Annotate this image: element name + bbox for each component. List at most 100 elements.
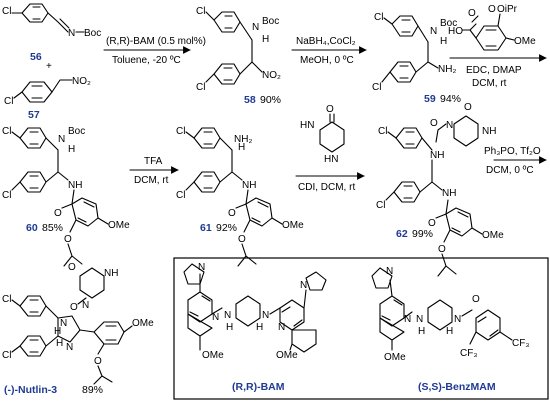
chlorine-label: Cl	[4, 96, 13, 107]
nitro-label: NO₂	[72, 76, 91, 87]
chlorine-label: Cl	[372, 82, 381, 93]
ring-carbonyl-oxygen: O	[464, 102, 472, 113]
pyrrolidine-n-label: N	[300, 280, 307, 291]
ring-nh-label: NH	[482, 126, 496, 137]
compound-number-57: 57	[28, 109, 40, 121]
hydrogen-label: H	[226, 322, 233, 333]
chlorine-label: Cl	[2, 294, 11, 305]
trifluoromethyl-label: CF₃	[460, 348, 477, 359]
hydrogen-label: H	[256, 322, 263, 333]
chlorine-label: Cl	[176, 190, 185, 201]
methoxy-label: OMe	[276, 350, 298, 361]
condition-step2-reagents: NaBH₄,CoCl₂	[296, 36, 356, 47]
boc-label: Boc	[262, 16, 279, 27]
carbonyl-oxygen-label: O	[430, 118, 438, 129]
yield-58: 90%	[260, 94, 281, 106]
nitro-label: NO₂	[262, 70, 281, 81]
methoxy-label: OMe	[132, 318, 154, 329]
piperazinone-reagent: O HN HN	[300, 104, 345, 165]
condition-step1-catalyst: (R,R)-BAM (0.5 mol%)	[106, 36, 206, 47]
chlorine-label: Cl	[2, 190, 11, 201]
compound-59: Cl N Boc H NH₂ Cl 59 94%	[372, 12, 461, 105]
piperazine-n-label: N	[82, 300, 89, 311]
chlorine-label: Cl	[196, 82, 205, 93]
amine-label: NH₂	[234, 134, 252, 145]
yield-60: 85%	[42, 222, 63, 234]
compound-60: Cl N Boc H NH Cl O OMe O 60 85%	[2, 126, 130, 267]
amine-n-label: N	[224, 310, 231, 321]
condition-step3-solvent: DCM, rt	[472, 78, 507, 89]
compound-57: Cl NO₂ 57	[4, 76, 91, 121]
amine-n-label: N	[262, 310, 269, 321]
hydrogen-label: H	[262, 34, 269, 45]
amine-label: NH₂	[438, 64, 456, 75]
compound-62: Cl NH O N O NH NH Cl O OMe O 62 99%	[376, 102, 504, 277]
condition-step6-solvent: DCM, 0 ºC	[486, 165, 534, 176]
carbonyl-oxygen-label: O	[228, 208, 236, 219]
compound-number-62: 62	[396, 228, 408, 240]
condition-step1-solvent: Toluene, -20 ºC	[112, 55, 181, 66]
carbonyl-oxygen-label: O	[54, 208, 62, 219]
yield-61: 92%	[216, 222, 237, 234]
amine-n-label: N	[416, 314, 423, 325]
chlorine-label: Cl	[2, 350, 11, 361]
catalyst-bam: N N N H H N N N OMe OMe (R,R)-BAM	[183, 262, 327, 393]
boc-label: Boc	[440, 18, 457, 29]
methoxy-label: OMe	[384, 352, 406, 363]
yield-62: 99%	[412, 228, 433, 240]
nitrogen-label: N	[68, 28, 75, 39]
imidazoline-n-label: N	[66, 342, 73, 353]
imidazoline-n-label: N	[60, 318, 67, 329]
condition-step4-solvent: DCM, rt	[134, 175, 169, 186]
chlorine-label: Cl	[374, 12, 383, 23]
hydrogen-label: H	[56, 338, 63, 349]
condition-step6-reagents: Ph₃PO, Tf₂O	[484, 146, 541, 157]
chlorine-label: Cl	[196, 6, 205, 17]
oxygen-label: O	[488, 4, 496, 15]
hydrogen-label: H	[238, 142, 245, 153]
yield-nutlin-3: 89%	[82, 384, 103, 396]
hydrogen-label: H	[446, 326, 453, 337]
boc-label: Boc	[68, 126, 85, 137]
hydroxyl-label: HO	[448, 26, 463, 37]
chlorine-label: Cl	[176, 126, 185, 137]
ether-oxygen-label: O	[94, 356, 102, 367]
hydrogen-label: H	[418, 326, 425, 337]
amide-nh-label: NH	[242, 180, 256, 191]
compound-name-nutlin-3: (-)-Nutlin-3	[4, 384, 57, 396]
ether-oxygen-label: O	[438, 244, 446, 255]
chlorine-label: Cl	[2, 6, 11, 17]
carbonyl-oxygen-label: O	[68, 262, 76, 273]
ether-oxygen-label: O	[238, 234, 246, 245]
amide-nh-label: NH	[430, 150, 444, 161]
benzoic-acid-reagent: O OiPr HO O OMe	[448, 4, 536, 51]
carbonyl-oxygen-label: O	[468, 8, 476, 19]
compound-number-56: 56	[30, 51, 42, 63]
condition-step5-reagents: CDI, DCM, rt	[298, 182, 355, 193]
condition-step2-solvent: MeOH, 0 ºC	[300, 55, 354, 66]
methoxy-label: OMe	[202, 350, 224, 361]
ring-nh-label: NH	[104, 268, 118, 279]
compound-58: Cl N Boc H NO₂ Cl 58 90%	[196, 6, 281, 106]
catalyst-benzmam: N N N H H N O CF₃ CF₃ OMe (S,S)-BenzMAM	[371, 266, 529, 393]
ether-oxygen-label: O	[64, 234, 72, 245]
nitrogen-label: N	[430, 26, 437, 37]
compound-number-61: 61	[200, 222, 212, 234]
compound-56: Cl N Boc 56	[2, 3, 101, 63]
hydrogen-label: H	[54, 326, 61, 337]
amide-nh-label: HN	[300, 120, 314, 131]
chlorine-label: Cl	[378, 126, 387, 137]
methoxy-label: OMe	[108, 220, 130, 231]
methoxy-label: OMe	[282, 220, 304, 231]
compound-number-58: 58	[244, 94, 256, 106]
condition-step4-reagent: TFA	[144, 156, 163, 167]
boc-label: Boc	[84, 28, 101, 39]
amide-n-label: N	[454, 314, 461, 325]
catalyst-box	[173, 257, 549, 400]
carbonyl-oxygen-label: O	[70, 302, 78, 313]
condition-step3-reagents: EDC, DMAP	[466, 65, 522, 76]
pyrrolidine-n-label: N	[386, 266, 393, 277]
amide-nh-label: NH	[442, 188, 456, 199]
trifluoromethyl-label: CF₃	[512, 338, 529, 349]
